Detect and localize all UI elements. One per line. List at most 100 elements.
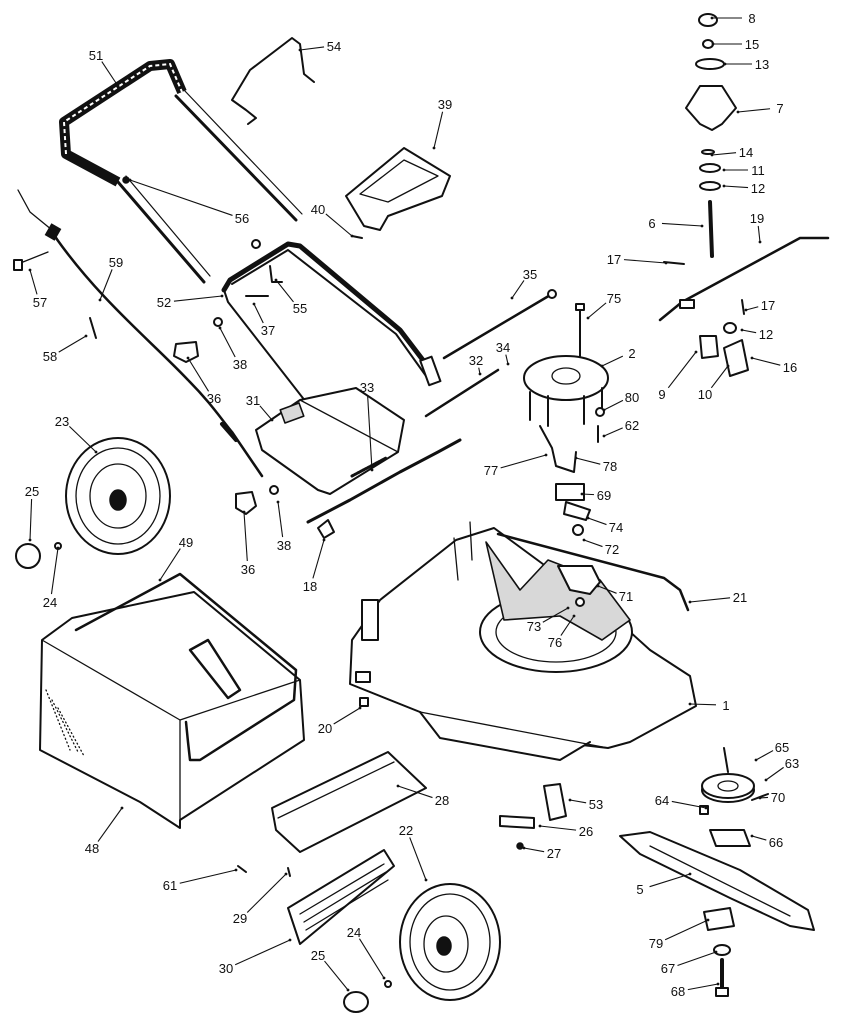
- leader-line: [587, 302, 607, 319]
- leader-tip: [586, 516, 590, 520]
- part-number-label: 65: [775, 740, 789, 755]
- leader-tip: [234, 868, 238, 872]
- pins-37-55: [245, 265, 283, 297]
- leader-line: [677, 951, 717, 966]
- leader-tip: [56, 546, 60, 550]
- leader-tip: [288, 938, 292, 942]
- leader-tip: [711, 42, 715, 46]
- part-number-label: 38: [277, 538, 291, 553]
- leader-tip: [596, 584, 600, 588]
- screw-27-29-61: [237, 842, 524, 877]
- part-number-label: 51: [89, 48, 103, 63]
- leader-tip: [432, 146, 436, 150]
- leader-tip: [764, 778, 768, 782]
- leader-line: [367, 394, 373, 471]
- leader-line: [50, 547, 59, 595]
- part-number-label: 75: [607, 291, 621, 306]
- control-bail-54: [231, 37, 315, 125]
- part-number-label: 77: [484, 463, 498, 478]
- part-number-label: 40: [311, 202, 325, 217]
- leader-tip: [694, 350, 698, 354]
- hubcap-25-front: [343, 980, 392, 1013]
- leader-line: [757, 225, 761, 243]
- leader-tip: [358, 706, 362, 710]
- part-number-label: 39: [438, 97, 452, 112]
- part-number-label: 80: [625, 390, 639, 405]
- adjuster-18: [306, 438, 462, 539]
- part-number-label: 73: [527, 619, 541, 634]
- part-number-label: 31: [246, 393, 260, 408]
- part-number-label: 76: [548, 635, 562, 650]
- leader-tip: [758, 240, 762, 244]
- leader-tip: [744, 308, 748, 312]
- leader-line: [667, 351, 697, 389]
- leader-line: [129, 179, 233, 216]
- part-number-label: 20: [318, 721, 332, 736]
- part-number-label: 27: [547, 846, 561, 861]
- part-number-label: 71: [619, 589, 633, 604]
- leader-tip: [568, 798, 572, 802]
- leader-line: [560, 615, 575, 636]
- part-number-label: 33: [360, 380, 374, 395]
- leader-line: [711, 152, 737, 156]
- fastener-40: [351, 235, 363, 239]
- leader-line: [710, 365, 729, 389]
- leader-line: [751, 835, 767, 841]
- leader-line: [523, 847, 545, 853]
- leader-tip: [582, 538, 586, 542]
- engine-top-stack: [685, 13, 737, 258]
- leader-line: [99, 269, 113, 301]
- part-number-label: 58: [43, 349, 57, 364]
- bracket-53: [543, 783, 567, 821]
- leader-tip: [424, 878, 428, 882]
- leader-tip: [116, 84, 120, 88]
- leader-line: [253, 303, 264, 324]
- leader-tip: [94, 450, 98, 454]
- part-number-label: 22: [399, 823, 413, 838]
- part-number-label: 74: [609, 520, 623, 535]
- part-number-label: 13: [755, 57, 769, 72]
- part-number-label: 63: [785, 756, 799, 771]
- part-number-label: 29: [233, 911, 247, 926]
- leader-line: [219, 327, 236, 358]
- upper-handle-51: [59, 59, 303, 284]
- leader-tip: [506, 362, 510, 366]
- leader-tip: [740, 328, 744, 332]
- leader-tip: [544, 453, 548, 457]
- leader-tip: [270, 418, 274, 422]
- leader-line: [575, 457, 601, 465]
- leader-tip: [478, 372, 482, 376]
- leader-line: [601, 355, 624, 367]
- leader-line: [324, 960, 349, 991]
- part-number-label: 59: [109, 255, 123, 270]
- leader-line: [511, 280, 525, 299]
- leader-line: [649, 873, 691, 888]
- leader-tip: [28, 268, 32, 272]
- leader-line: [409, 837, 427, 881]
- leader-tip: [688, 600, 692, 604]
- leader-tip: [242, 510, 246, 514]
- leader-tip: [602, 434, 606, 438]
- leader-line: [397, 785, 433, 799]
- leader-line: [500, 454, 547, 469]
- leader-tip: [572, 614, 576, 618]
- part-number-label: 30: [219, 961, 233, 976]
- leader-line: [745, 306, 759, 311]
- leader-tip: [382, 976, 386, 980]
- leader-tip: [284, 872, 288, 876]
- leader-tip: [274, 278, 278, 282]
- fastener-56: [122, 176, 261, 249]
- leader-tip: [128, 178, 132, 182]
- part-number-label: 23: [55, 414, 69, 429]
- leader-line: [173, 295, 223, 302]
- leader-line: [751, 357, 781, 366]
- leader-line: [97, 807, 123, 842]
- leader-tip: [754, 758, 758, 762]
- part-number-label: 2: [628, 346, 635, 361]
- bolt-75: [575, 303, 585, 357]
- part-number-label: 12: [751, 181, 765, 196]
- part-number-label: 79: [649, 936, 663, 951]
- part-number-label: 10: [698, 387, 712, 402]
- part-number-label: 48: [85, 841, 99, 856]
